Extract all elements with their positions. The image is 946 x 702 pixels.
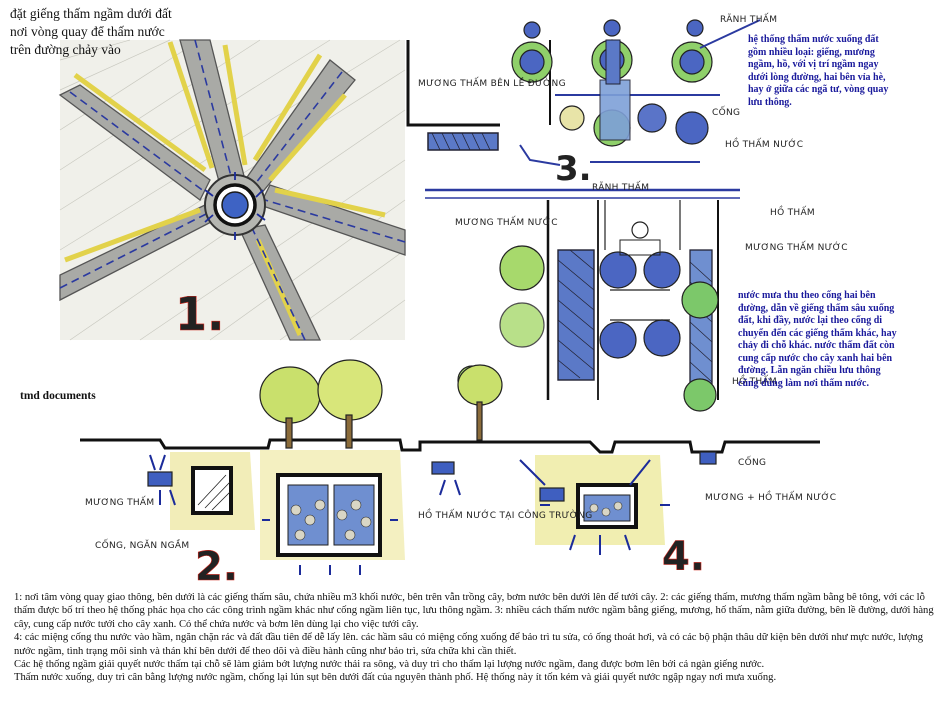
sketch-2-number: 2. <box>195 544 238 590</box>
sketch-1-number: 1. <box>175 287 224 341</box>
label-cong-ngan-ngam: CỐNG, NGĂN NGẦM <box>95 538 189 551</box>
credit-text: tmd documents <box>20 390 96 402</box>
label-ho-tham-right: HỒ THẤM <box>770 205 815 218</box>
header-note: đặt giếng thấm ngầm dưới đất nơi vòng qu… <box>10 5 185 59</box>
bottom-description: 1: nơi tâm vòng quay giao thông, bên dướ… <box>14 591 934 685</box>
label-muong-tham-right: MƯƠNG THẤM NƯỚC <box>745 241 848 253</box>
label-muong-ho-tham: MƯƠNG + HỒ THẤM NƯỚC <box>705 490 836 503</box>
bottom-paragraph-2: 4: các miệng cống thu nước vào hầm, ngăn… <box>14 631 934 658</box>
note-middle-right: nước mưa thu theo cống hai bên đường, dẫ… <box>738 290 898 390</box>
label-ranh-tham-mid: RÃNH THẤM <box>592 181 649 193</box>
sketch-4-number: 4. <box>662 534 705 580</box>
label-ranh-tham-top: RÃNH THẤM <box>720 13 777 25</box>
label-muong-tham-nuoc-left: MƯƠNG THẤM NƯỚC <box>455 216 558 228</box>
label-ho-tham-nuoc-top: HỒ THẤM NƯỚC <box>725 137 803 150</box>
label-muong-tham-s2: MƯƠNG THẤM <box>85 496 154 508</box>
label-cong-top: CỐNG <box>712 105 740 118</box>
bottom-paragraph-4: Thấm nước xuống, duy trì cân bằng lượng … <box>14 671 934 684</box>
note-top-right: hệ thống thấm nước xuống đất gồm nhiều l… <box>748 34 898 109</box>
sketch-1-roundabout: 1. <box>60 40 405 341</box>
bottom-paragraph-1: 1: nơi tâm vòng quay giao thông, bên dướ… <box>14 591 934 631</box>
label-cong-s4: CỐNG <box>738 455 766 468</box>
bottom-paragraph-3: Các hệ thống ngầm giải quyết nước thấm t… <box>14 658 934 671</box>
sketch-3-number: 3. <box>555 149 592 189</box>
